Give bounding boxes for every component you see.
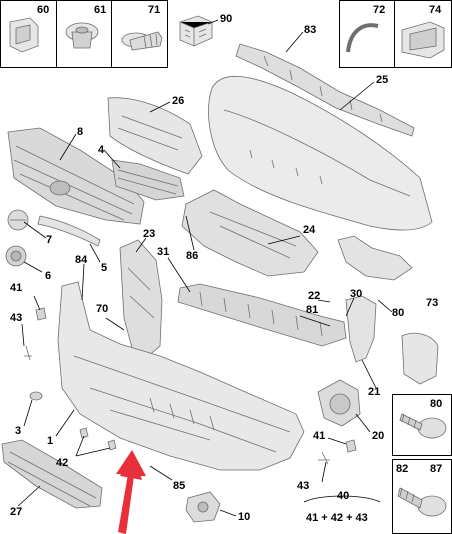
upper-reinforcement-83 [235, 43, 415, 137]
callout-61: 61 [94, 4, 107, 16]
callout-10: 10 [238, 511, 251, 523]
fog-lamp-20 [317, 379, 361, 427]
badge-6 [5, 245, 27, 267]
callout-30: 30 [350, 288, 363, 300]
callout-87: 87 [430, 463, 443, 475]
callout-40-components: 41 + 42 + 43 [306, 512, 368, 524]
clip-43a [24, 345, 32, 361]
bracket-30 [345, 295, 377, 363]
callout-43-right: 43 [297, 480, 310, 492]
callout-41-right: 41 [313, 430, 326, 442]
callout-83: 83 [304, 24, 317, 36]
clip-41b [345, 439, 357, 453]
callout-86: 86 [186, 250, 199, 262]
screw-icon [399, 413, 447, 439]
nut-icon [65, 22, 99, 49]
callout-71: 71 [148, 4, 161, 16]
clip-42 [79, 427, 117, 451]
callout-82: 82 [396, 463, 409, 475]
hose-clip-icon [346, 23, 379, 53]
callout-8: 8 [77, 126, 84, 138]
callout-80-right: 80 [392, 307, 405, 319]
trim-strip-5 [37, 215, 101, 247]
callout-60: 60 [37, 4, 50, 16]
grille-panel-26 [107, 97, 203, 175]
clip-icon [9, 17, 39, 53]
bumper-beam-25 [208, 76, 433, 231]
grille-insert-4 [111, 159, 185, 201]
fuse-box-icon [179, 15, 213, 47]
push-rivet-icon [121, 31, 163, 51]
callout-72: 72 [373, 4, 386, 16]
clip-3 [29, 391, 43, 401]
callout-40: 40 [337, 490, 350, 502]
callout-81: 81 [306, 304, 319, 316]
emblem-7 [7, 209, 29, 231]
leader-lines [17, 19, 393, 517]
callout-23: 23 [143, 228, 156, 240]
grille-8 [7, 127, 145, 225]
callout-70: 70 [96, 303, 109, 315]
callout-4: 4 [98, 144, 105, 156]
callout-27: 27 [10, 506, 23, 518]
clip-41a [35, 307, 47, 321]
red-arrow-icon [116, 450, 146, 534]
callout-80-box: 80 [430, 398, 443, 410]
screw-icon-2 [397, 487, 447, 517]
callout-31: 31 [157, 246, 170, 258]
lower-grille-27 [1, 439, 103, 509]
cover-73 [401, 332, 439, 385]
callout-84: 84 [75, 254, 88, 266]
callout-7: 7 [46, 234, 53, 246]
callout-43-left: 43 [10, 312, 23, 324]
callout-85: 85 [173, 480, 186, 492]
callout-5: 5 [101, 262, 108, 274]
callout-1: 1 [47, 435, 54, 447]
callout-3: 3 [15, 425, 22, 437]
callout-26: 26 [172, 95, 185, 107]
callout-24: 24 [303, 224, 316, 236]
callout-73: 73 [426, 297, 439, 309]
tow-cover-10 [185, 491, 221, 523]
bracket-22 [337, 235, 413, 281]
bracket-clip-icon [401, 21, 445, 59]
callout-42: 42 [56, 457, 69, 469]
callout-41-left: 41 [10, 282, 23, 294]
callout-90: 90 [220, 13, 233, 25]
callout-74: 74 [429, 4, 442, 16]
impact-beam-31 [177, 283, 347, 347]
callout-20: 20 [372, 430, 385, 442]
callout-6: 6 [45, 270, 52, 282]
callout-25: 25 [376, 74, 389, 86]
front-bumper-1 [57, 281, 305, 471]
side-bracket-23 [119, 239, 163, 357]
callout-21: 21 [368, 386, 381, 398]
callout-22: 22 [308, 290, 321, 302]
clip-43b [318, 451, 330, 465]
